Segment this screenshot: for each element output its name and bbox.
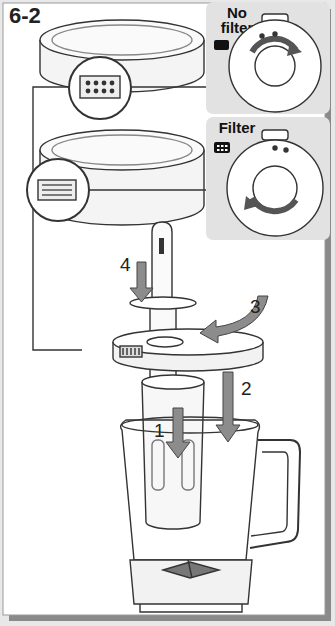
arrow-3 — [200, 296, 268, 343]
lid-filter — [214, 130, 323, 236]
leader-line — [88, 189, 206, 190]
mode-label: Filter — [210, 120, 264, 135]
callout-number: 4 — [120, 254, 131, 276]
magnifier — [69, 57, 131, 119]
inset-panel: No filter — [206, 2, 330, 114]
lid-no-filter — [214, 14, 321, 112]
jug — [121, 417, 300, 612]
mode-label: No filter — [210, 5, 264, 35]
bracket-line — [33, 87, 82, 350]
drawing — [27, 14, 323, 612]
arrow-4 — [130, 262, 153, 302]
arrow-1 — [166, 408, 190, 458]
callout-number: 1 — [154, 420, 165, 442]
inset-panel: Filter — [206, 117, 330, 240]
magnifier — [27, 159, 89, 221]
container-bottom — [40, 130, 204, 225]
arrow-2 — [216, 372, 240, 442]
pusher — [130, 222, 196, 430]
leader-line — [130, 86, 206, 87]
jug-lid — [113, 329, 263, 371]
container-top — [40, 20, 204, 92]
filter-basket — [142, 375, 204, 529]
figure-number: 6-2 — [9, 3, 41, 29]
arrows — [130, 262, 268, 458]
callout-number: 3 — [250, 296, 261, 318]
callout-number: 2 — [241, 378, 252, 400]
